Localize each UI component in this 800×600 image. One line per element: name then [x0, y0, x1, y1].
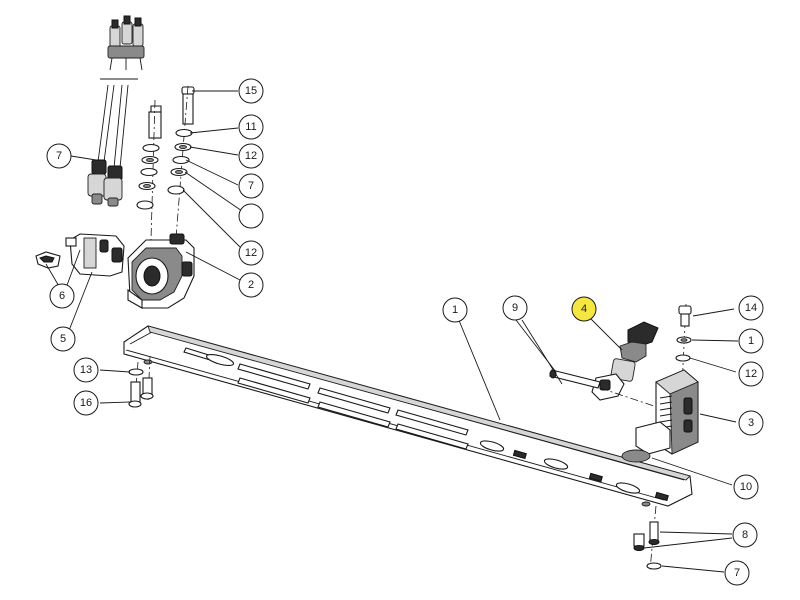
callout-label: 5 [60, 333, 66, 345]
main-rail [123, 325, 693, 507]
callout-label: 13 [80, 364, 92, 376]
callout-label: 12 [245, 247, 257, 259]
callout-label: 4 [581, 303, 587, 315]
callout-3: 3 [738, 410, 764, 436]
callout-label: 7 [248, 180, 254, 192]
callout-label: 12 [245, 150, 257, 162]
callout-label: 15 [245, 85, 257, 97]
bracket-part-5 [65, 233, 125, 277]
left-fastener-stack [136, 99, 162, 241]
callout-blank [238, 203, 264, 229]
callout-7-b: 7 [238, 173, 264, 199]
pin-axis [599, 387, 661, 409]
connector-plug-top [107, 15, 145, 71]
cable-harness [87, 84, 129, 207]
callout-label: 8 [742, 529, 748, 541]
callout-5: 5 [50, 326, 76, 352]
callout-label: 2 [248, 279, 254, 291]
callout-15: 15 [238, 78, 264, 104]
callout-16: 16 [73, 390, 99, 416]
callout-8: 8 [732, 522, 758, 548]
callout-1-b: 1 [738, 328, 764, 354]
knob-handle-part-4 [591, 321, 659, 401]
callout-label: 6 [59, 290, 65, 302]
callout-label: 16 [80, 397, 92, 409]
right-fastener-stack [167, 85, 195, 239]
callout-10: 10 [733, 474, 759, 500]
callout-label: 11 [245, 121, 256, 133]
callout-9: 9 [502, 295, 528, 321]
callout-6: 6 [49, 283, 75, 309]
callout-1-a: 1 [442, 297, 468, 323]
callout-label: 10 [740, 481, 752, 493]
bottom-left-fasteners [128, 355, 154, 411]
callout-7-c: 7 [724, 560, 750, 586]
housing-block-part-3 [635, 369, 699, 455]
callout-label: 1 [452, 304, 458, 316]
callout-label: 9 [512, 302, 518, 314]
pad-part-10 [621, 449, 651, 463]
callout-7-a: 7 [46, 143, 72, 169]
callout-label: 3 [748, 417, 754, 429]
callout-4: 4 [571, 296, 597, 322]
callout-12-c: 12 [738, 361, 764, 387]
rail-slots [143, 347, 669, 507]
callout-2: 2 [238, 272, 264, 298]
callout-label: 12 [745, 368, 757, 380]
callout-12-a: 12 [238, 143, 264, 169]
clamp-assembly [127, 233, 195, 309]
callout-12-b: 12 [238, 240, 264, 266]
pin-part-9 [549, 369, 601, 389]
callout-11: 11 [238, 114, 264, 140]
bottom-right-fasteners [633, 505, 662, 571]
callout-label: 1 [748, 335, 754, 347]
leader-lines [45, 90, 739, 573]
callout-label: 7 [56, 150, 62, 162]
callout-label: 7 [734, 567, 740, 579]
callout-14: 14 [738, 295, 764, 321]
callout-label: 14 [745, 302, 757, 314]
tab-part-6 [35, 251, 61, 269]
callout-13: 13 [73, 357, 99, 383]
